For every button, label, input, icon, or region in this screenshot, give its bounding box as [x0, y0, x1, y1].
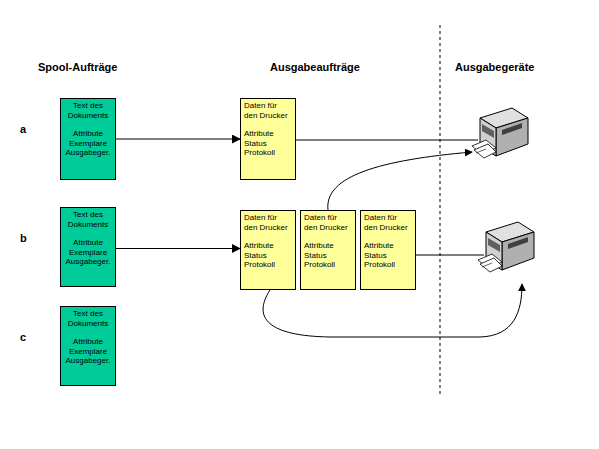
printer-icon	[478, 222, 534, 272]
output-job-box: Daten für den DruckerAttribute Status Pr…	[240, 98, 296, 180]
box-body: Attribute Status Protokoll	[304, 241, 352, 270]
box-body: Attribute Status Protokoll	[244, 241, 292, 270]
column-header: Spool-Aufträge	[38, 61, 117, 73]
printer-icon	[472, 108, 528, 158]
box-heading: Daten für den Drucker	[304, 213, 352, 232]
box-body: Attribute Exemplare Ausgabeger.	[64, 337, 112, 366]
column-header: Ausgabegeräte	[455, 61, 534, 73]
box-heading: Text des Dokuments	[64, 309, 112, 328]
output-line	[328, 152, 472, 210]
flow-arrow	[116, 139, 240, 140]
output-line	[263, 284, 522, 337]
output-job-box: Daten für den DruckerAttribute Status Pr…	[300, 210, 356, 290]
flow-arrow	[116, 248, 240, 249]
row-letter: c	[20, 331, 26, 343]
box-heading: Text des Dokuments	[64, 210, 112, 229]
output-line	[415, 255, 484, 256]
row-letter: b	[20, 232, 27, 244]
box-heading: Daten für den Drucker	[244, 213, 292, 232]
box-body: Attribute Exemplare Ausgabeger.	[64, 129, 112, 158]
spool-job-box: Text des DokumentsAttribute Exemplare Au…	[60, 207, 116, 287]
output-job-box: Daten für den DruckerAttribute Status Pr…	[240, 210, 296, 290]
spool-job-box: Text des DokumentsAttribute Exemplare Au…	[60, 98, 116, 180]
box-heading: Daten für den Drucker	[244, 101, 292, 120]
box-heading: Text des Dokuments	[64, 101, 112, 120]
divider-line	[440, 25, 441, 395]
box-body: Attribute Status Protokoll	[364, 241, 412, 270]
box-body: Attribute Exemplare Ausgabeger.	[64, 238, 112, 267]
box-body: Attribute Status Protokoll	[244, 129, 292, 158]
row-letter: a	[20, 123, 26, 135]
output-job-box: Daten für den DruckerAttribute Status Pr…	[360, 210, 416, 290]
column-header: Ausgabeaufträge	[270, 61, 360, 73]
output-line	[295, 140, 478, 141]
box-heading: Daten für den Drucker	[364, 213, 412, 232]
spool-job-box: Text des DokumentsAttribute Exemplare Au…	[60, 306, 116, 386]
